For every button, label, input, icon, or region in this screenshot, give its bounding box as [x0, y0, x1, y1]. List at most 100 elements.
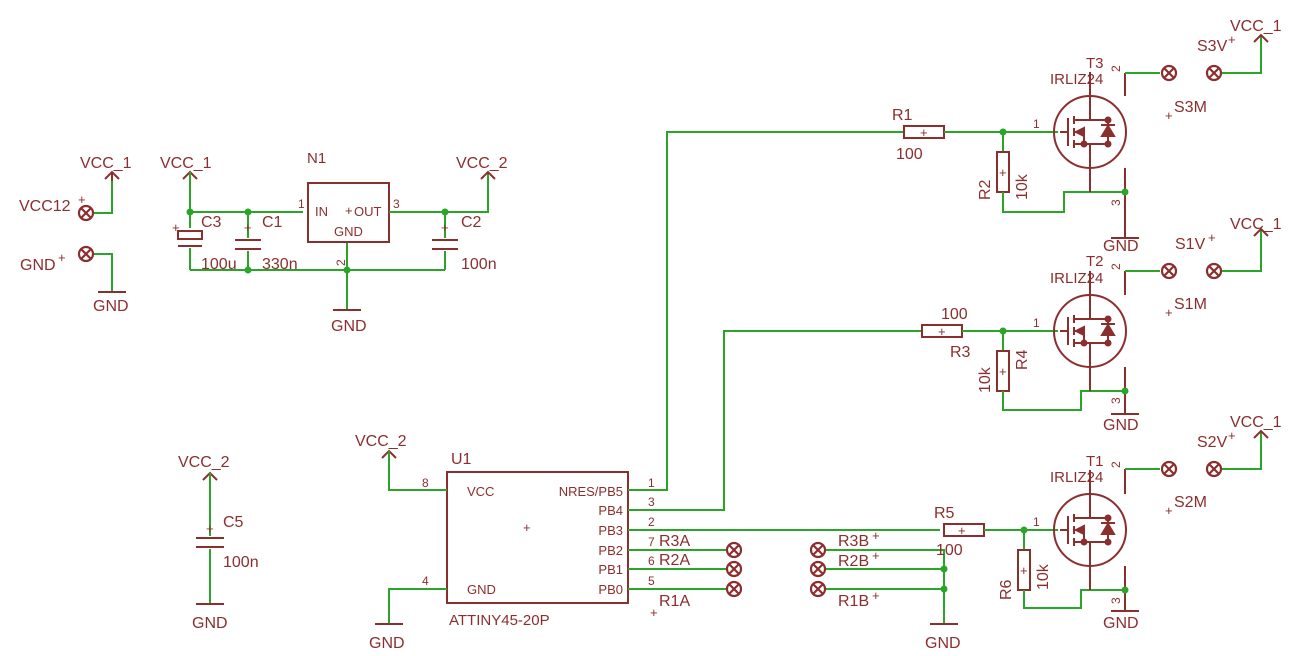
- svg-text:+: +: [206, 521, 214, 536]
- stage-t3: + R1 100 + R2 10k GND T3 IRLIZ24 1 2 3 V…: [892, 18, 1282, 255]
- gnd-net-label: GND: [93, 298, 129, 315]
- s1v-pad[interactable]: [1205, 262, 1223, 280]
- svg-text:PB2: PB2: [598, 543, 623, 558]
- r2-name: R2: [977, 179, 994, 200]
- svg-text:3: 3: [1109, 397, 1123, 404]
- r3b-pad[interactable]: [809, 541, 827, 559]
- r5-value: 100: [936, 542, 963, 559]
- svg-text:+: +: [872, 588, 880, 603]
- svg-text:+: +: [172, 220, 180, 235]
- r-a-connectors: R3A R2A R1A +: [650, 533, 743, 620]
- gnd-net-label: GND: [1103, 417, 1139, 434]
- s2m-label: S2M: [1174, 494, 1207, 511]
- svg-text:+: +: [58, 250, 66, 265]
- r6-value: 10k: [1035, 563, 1052, 590]
- gnd-input-pad[interactable]: [77, 245, 95, 263]
- vcc1-net-label: VCC_1: [1230, 216, 1282, 233]
- svg-text:8: 8: [422, 476, 429, 490]
- svg-text:3: 3: [1109, 597, 1123, 604]
- svg-text:+: +: [999, 364, 1007, 379]
- svg-text:+: +: [345, 203, 353, 218]
- n1-pin-out: OUT: [354, 204, 382, 219]
- stage-t2: + 100 R3 + 10k R4 GND T2 IRLIZ24 1 2 3 V…: [921, 216, 1282, 434]
- n1-pin-gnd: GND: [334, 224, 363, 239]
- svg-text:5: 5: [648, 574, 655, 588]
- svg-text:+: +: [1020, 563, 1028, 578]
- r2b-pad[interactable]: [809, 560, 827, 578]
- svg-text:PB1: PB1: [598, 562, 623, 577]
- svg-text:1: 1: [648, 476, 655, 490]
- s2m-pad[interactable]: [1160, 460, 1178, 478]
- s3v-pad[interactable]: [1205, 64, 1223, 82]
- r3-value: 100: [941, 306, 968, 323]
- r4-value: 10k: [977, 366, 994, 393]
- gnd-input-connector: GND + GND: [20, 245, 129, 315]
- r2-value: 10k: [1014, 173, 1031, 200]
- vcc12-connector: VCC12 + VCC_1: [19, 155, 132, 222]
- svg-text:+: +: [1165, 305, 1173, 320]
- r2a-label: R2A: [659, 552, 690, 569]
- r1-name: R1: [892, 107, 913, 124]
- t3-name: T3: [1086, 55, 1104, 72]
- s3m-pad[interactable]: [1160, 64, 1178, 82]
- gnd-input-label: GND: [20, 257, 56, 274]
- r3a-pad[interactable]: [725, 541, 743, 559]
- r1a-pad[interactable]: [725, 580, 743, 598]
- r2b-label: R2B: [838, 553, 869, 570]
- u1-pin-gnd: GND: [467, 582, 496, 597]
- c5-name: C5: [223, 514, 244, 531]
- t2-mosfet: [1053, 270, 1127, 392]
- signal-wires: [628, 131, 940, 590]
- regulator-section: VCC_1 + C3 100u + C1 330n GND N1 IN OUT …: [160, 150, 508, 335]
- vcc2-net-label: VCC_2: [456, 155, 508, 172]
- u1-microcontroller: U1 ATTINY45-20P + VCC GND NRES/PB5 PB4 P…: [355, 433, 655, 652]
- s2v-pad[interactable]: [1205, 460, 1223, 478]
- vcc1-net-label: VCC_1: [160, 155, 212, 172]
- svg-text:+: +: [1165, 503, 1173, 518]
- vcc12-pad[interactable]: [77, 204, 95, 222]
- svg-text:3: 3: [648, 495, 655, 509]
- vcc1-net-label: VCC_1: [1230, 414, 1282, 431]
- svg-text:4: 4: [422, 574, 429, 588]
- r2a-pad[interactable]: [725, 560, 743, 578]
- svg-text:+: +: [1228, 32, 1236, 47]
- r3a-label: R3A: [659, 533, 690, 550]
- c5-value: 100n: [223, 554, 259, 571]
- c2-name: C2: [461, 214, 482, 231]
- svg-text:+: +: [1165, 108, 1173, 123]
- t3-part: IRLIZ24: [1050, 71, 1103, 88]
- vcc12-label: VCC12: [19, 198, 71, 215]
- svg-text:+: +: [1208, 230, 1216, 245]
- c5-section: VCC_2 + C5 100n GND: [178, 454, 259, 632]
- s1m-pad[interactable]: [1160, 262, 1178, 280]
- gnd-net-label: GND: [1103, 238, 1139, 255]
- u1-part: ATTINY45-20P: [449, 612, 550, 629]
- gnd-net-label: GND: [331, 318, 367, 335]
- c1-name: C1: [262, 214, 283, 231]
- gnd-net-label: GND: [369, 635, 405, 652]
- svg-text:6: 6: [648, 554, 655, 568]
- svg-text:+: +: [999, 165, 1007, 180]
- t3-mosfet: [1053, 71, 1127, 193]
- svg-text:+: +: [958, 523, 966, 538]
- r1b-pad[interactable]: [809, 580, 827, 598]
- svg-text:+: +: [920, 125, 928, 140]
- svg-text:PB0: PB0: [598, 582, 623, 597]
- u1-name: U1: [451, 451, 472, 468]
- vcc2-net-label: VCC_2: [178, 454, 230, 471]
- n1-pin-in: IN: [315, 204, 328, 219]
- r3-name: R3: [950, 344, 971, 361]
- gnd-net-label: GND: [192, 615, 228, 632]
- svg-text:PB4: PB4: [598, 503, 623, 518]
- n1-name: N1: [307, 150, 326, 167]
- svg-text:+: +: [523, 520, 531, 535]
- svg-text:7: 7: [648, 535, 655, 549]
- r1-value: 100: [896, 146, 923, 163]
- r1a-label: R1A: [659, 593, 690, 610]
- gnd-net-label: GND: [1103, 615, 1139, 632]
- c2-value: 100n: [461, 256, 497, 273]
- svg-text:2: 2: [1109, 461, 1123, 468]
- s2v-label: S2V: [1197, 434, 1228, 451]
- s1v-label: S1V: [1175, 236, 1206, 253]
